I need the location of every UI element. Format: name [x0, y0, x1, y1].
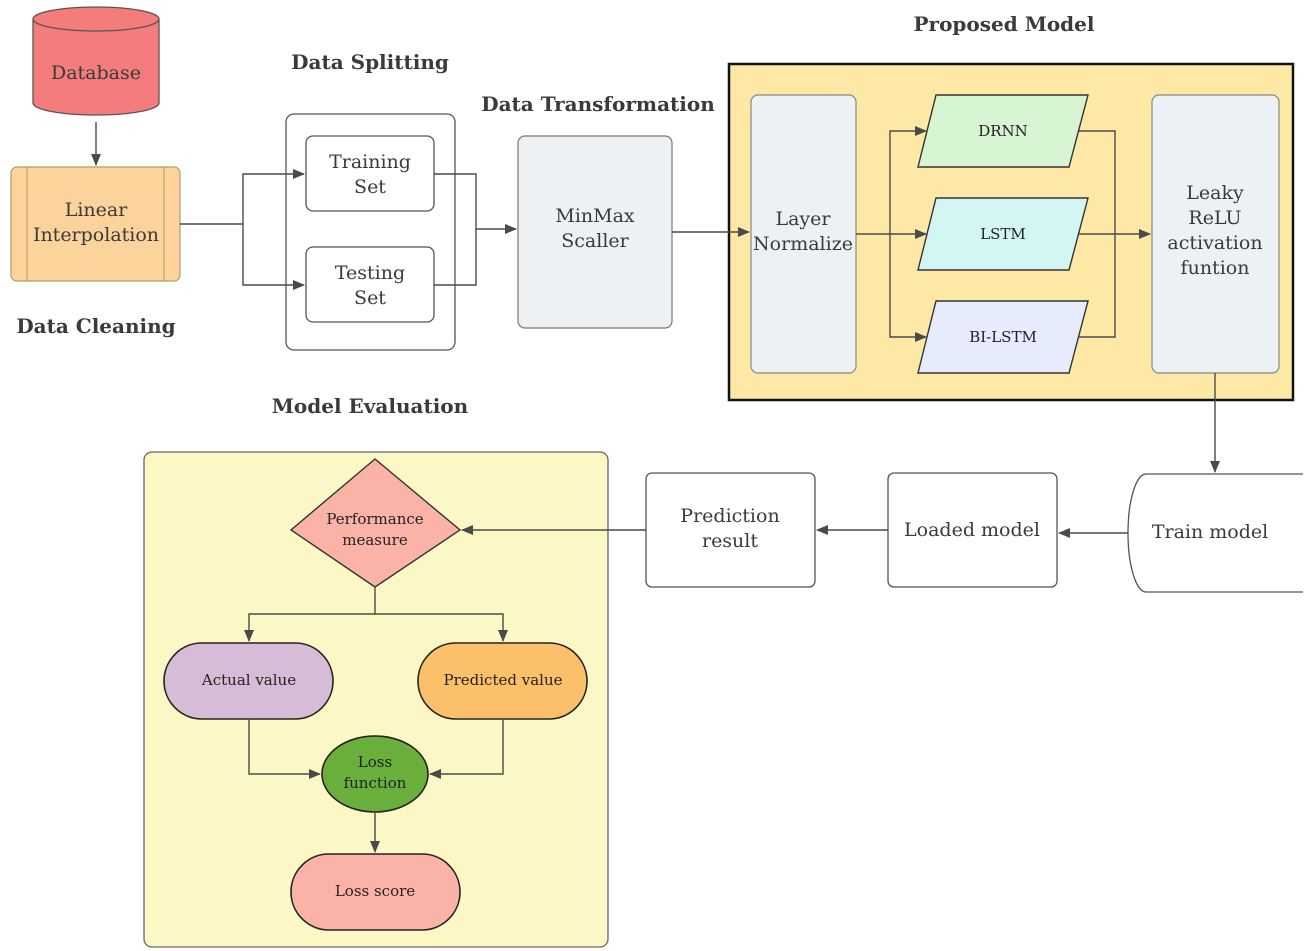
drnn-parallelogram	[917, 94, 1089, 168]
loss-score-node: Loss score	[290, 853, 461, 931]
linear-interpolation-label-2: Interpolation	[33, 224, 159, 246]
edge-actual-to-loss	[248, 719, 321, 779]
linear-interpolation-label-1: Linear	[65, 199, 129, 221]
loss-function-node: Loss function	[321, 735, 429, 813]
training-set-node: Training Set	[305, 135, 435, 212]
train-model-shape	[1127, 473, 1303, 593]
testing-set-label-2: Set	[354, 287, 386, 309]
heading-data-transformation: Data Transformation	[481, 92, 715, 116]
predicted-value-label: Predicted value	[444, 671, 563, 689]
connectors	[91, 122, 1220, 853]
testing-set-box	[305, 246, 435, 323]
database-node: Database	[32, 6, 160, 116]
minmax-label-2: Scaller	[561, 230, 629, 252]
loss-function-label-1: Loss	[358, 753, 392, 771]
performance-measure-label-2: measure	[342, 531, 408, 549]
loss-function-label-2: function	[344, 774, 407, 792]
bilstm-node: BI-LSTM	[917, 300, 1089, 374]
lstm-parallelogram	[917, 197, 1089, 271]
loaded-model-label: Loaded model	[904, 519, 1040, 541]
performance-measure-label-1: Performance	[326, 510, 423, 528]
edge-cleaning-to-testing	[242, 224, 305, 290]
predicted-value-node: Predicted value	[417, 642, 588, 720]
actual-value-label: Actual value	[201, 671, 296, 689]
edge-predicted-to-loss	[429, 719, 504, 779]
edge-bilstm-to-relu	[1079, 234, 1116, 338]
drnn-label: DRNN	[978, 122, 1028, 140]
database-cylinder-body	[32, 19, 160, 116]
edge-performance-to-predicted	[375, 613, 508, 642]
database-cylinder-top	[32, 6, 160, 32]
heading-data-cleaning: Data Cleaning	[16, 314, 175, 338]
testing-set-label-1: Testing	[335, 262, 405, 284]
model-evaluation-container	[143, 451, 609, 948]
edge-training-to-minmax	[434, 173, 517, 234]
bilstm-label: BI-LSTM	[969, 328, 1037, 346]
prediction-result-label-1: Prediction	[680, 505, 779, 527]
prediction-result-label-2: result	[702, 530, 758, 552]
train-model-label: Train model	[1152, 521, 1268, 543]
edge-layernorm-to-bilstm	[889, 234, 927, 342]
train-model-node: Train model	[1127, 473, 1303, 593]
edge-cleaning-to-training	[180, 169, 305, 225]
edge-layernorm-to-drnn	[856, 126, 927, 235]
prediction-result-node: Prediction result	[645, 472, 816, 588]
leaky-relu-label-4: funtion	[1181, 257, 1250, 279]
leaky-relu-label-3: activation	[1167, 232, 1262, 254]
drnn-node: DRNN	[917, 94, 1089, 168]
edge-drnn-to-relu	[1079, 130, 1116, 234]
training-set-box	[305, 135, 435, 212]
edge-performance-to-actual	[244, 587, 376, 642]
linear-interpolation-node: Linear Interpolation	[10, 166, 181, 282]
edge-testing-to-minmax	[434, 229, 477, 286]
leaky-relu-node: Leaky ReLU activation funtion	[1151, 94, 1280, 374]
database-label: Database	[51, 62, 141, 84]
heading-model-evaluation: Model Evaluation	[272, 394, 469, 418]
leaky-relu-label-1: Leaky	[1186, 182, 1244, 204]
loaded-model-node: Loaded model	[887, 472, 1058, 588]
heading-data-splitting: Data Splitting	[291, 50, 449, 74]
heading-proposed-model: Proposed Model	[914, 12, 1095, 36]
loss-score-label: Loss score	[335, 882, 415, 900]
training-set-label-2: Set	[354, 176, 386, 198]
actual-value-node: Actual value	[163, 642, 334, 720]
minmax-label-1: MinMax	[555, 205, 635, 227]
layer-normalize-label-1: Layer	[775, 208, 831, 230]
layer-normalize-label-2: Normalize	[753, 233, 853, 255]
lstm-label: LSTM	[980, 225, 1026, 243]
minmax-scaler-node: MinMax Scaller	[517, 135, 673, 329]
loss-score-pill	[290, 853, 461, 931]
training-set-label-1: Training	[329, 151, 411, 173]
bilstm-parallelogram	[917, 300, 1089, 374]
lstm-node: LSTM	[917, 197, 1089, 271]
testing-set-node: Testing Set	[305, 246, 435, 323]
layer-normalize-node: Layer Normalize	[750, 94, 857, 374]
leaky-relu-label-2: ReLU	[1188, 207, 1241, 229]
